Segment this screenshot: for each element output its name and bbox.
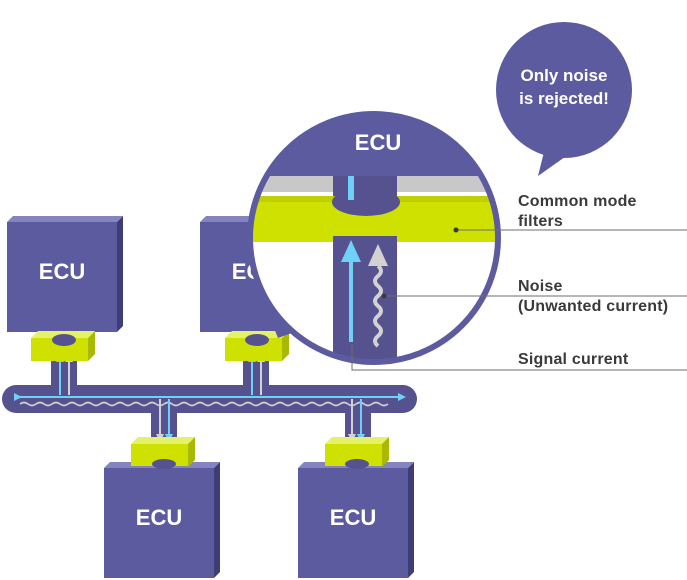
filters-label-line-1: Common mode xyxy=(518,193,637,210)
ecu-label: ECU xyxy=(136,505,182,530)
leader-lines xyxy=(351,227,687,371)
noise-label-line-1: Noise xyxy=(518,278,563,295)
callout-line-1: Only noise xyxy=(520,66,608,85)
ecu-label: ECU xyxy=(39,259,85,284)
bus-line xyxy=(2,350,417,448)
callout-line-2: is rejected! xyxy=(519,89,609,108)
ecu-bottom-right: ECU xyxy=(298,462,414,578)
callout-bubble xyxy=(496,22,632,176)
ecu-label: ECU xyxy=(355,130,401,155)
common-mode-filter-small xyxy=(131,437,195,469)
common-mode-filter-small xyxy=(31,331,95,361)
ecu-bottom-left: ECU xyxy=(104,462,220,578)
callout-text: Only noise is rejected! xyxy=(505,64,623,110)
common-mode-filter-small xyxy=(325,437,389,469)
ecu-label: ECU xyxy=(330,505,376,530)
common-mode-filter-small xyxy=(225,331,289,361)
noise-label-line-2: (Unwanted current) xyxy=(518,298,669,315)
noise-label: Noise (Unwanted current) xyxy=(518,277,668,317)
filters-label-line-2: filters xyxy=(518,213,563,230)
ecu-top-left: ECU xyxy=(7,216,123,332)
signal-current-label: Signal current xyxy=(518,351,629,368)
filters-label: Common mode filters xyxy=(518,192,637,232)
